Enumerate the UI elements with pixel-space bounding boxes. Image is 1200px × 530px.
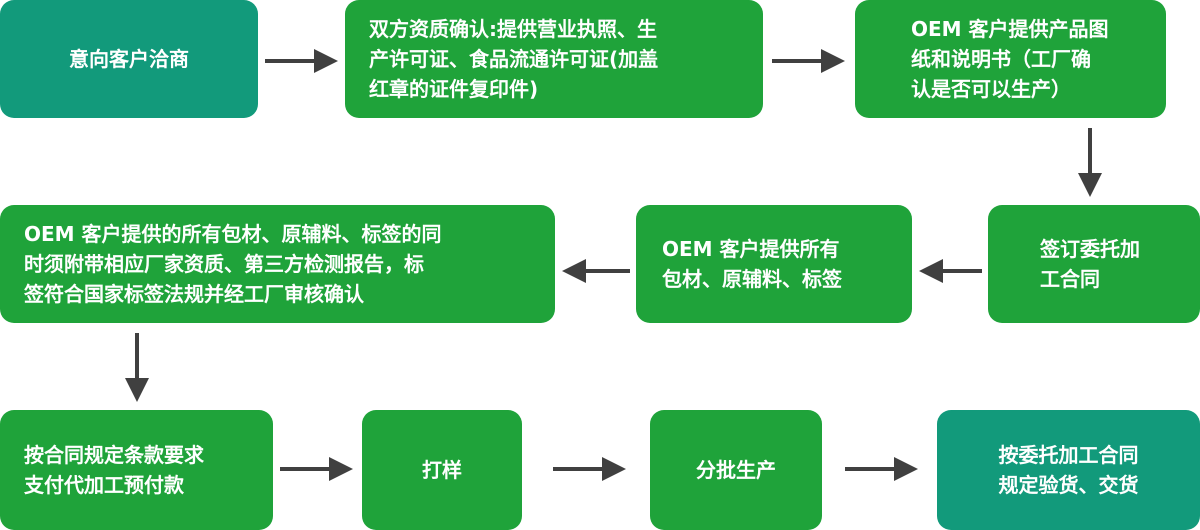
step-label: 分批生产 bbox=[696, 458, 776, 482]
step-label: 按合同规定条款要求 支付代加工预付款 bbox=[24, 443, 204, 497]
step-label: 按委托加工合同 规定验货、交货 bbox=[998, 443, 1139, 497]
step-sign-contract: 签订委托加 工合同 bbox=[988, 205, 1200, 323]
step-materials-certification: OEM 客户提供的所有包材、原辅料、标签的同 时须附带相应厂家资质、第三方检测报… bbox=[0, 205, 555, 323]
step-label: 打样 bbox=[422, 458, 462, 482]
step-label: OEM 客户提供所有 包材、原辅料、标签 bbox=[662, 237, 842, 291]
step-label: 双方资质确认:提供营业执照、生 产许可证、食品流通许可证(加盖 红章的证件复印件… bbox=[369, 17, 659, 101]
step-label: OEM 客户提供产品图 纸和说明书（工厂确 认是否可以生产） bbox=[911, 17, 1109, 101]
step-batch-production: 分批生产 bbox=[650, 410, 822, 530]
step-acceptance-delivery: 按委托加工合同 规定验货、交货 bbox=[937, 410, 1200, 530]
step-product-drawings: OEM 客户提供产品图 纸和说明书（工厂确 认是否可以生产） bbox=[855, 0, 1166, 118]
step-sampling: 打样 bbox=[362, 410, 522, 530]
step-label: OEM 客户提供的所有包材、原辅料、标签的同 时须附带相应厂家资质、第三方检测报… bbox=[24, 222, 442, 306]
step-provide-materials: OEM 客户提供所有 包材、原辅料、标签 bbox=[636, 205, 912, 323]
step-label: 意向客户洽商 bbox=[69, 47, 189, 71]
step-initial-negotiation: 意向客户洽商 bbox=[0, 0, 258, 118]
step-label: 签订委托加 工合同 bbox=[1040, 237, 1140, 291]
step-qualification-check: 双方资质确认:提供营业执照、生 产许可证、食品流通许可证(加盖 红章的证件复印件… bbox=[345, 0, 763, 118]
step-advance-payment: 按合同规定条款要求 支付代加工预付款 bbox=[0, 410, 273, 530]
